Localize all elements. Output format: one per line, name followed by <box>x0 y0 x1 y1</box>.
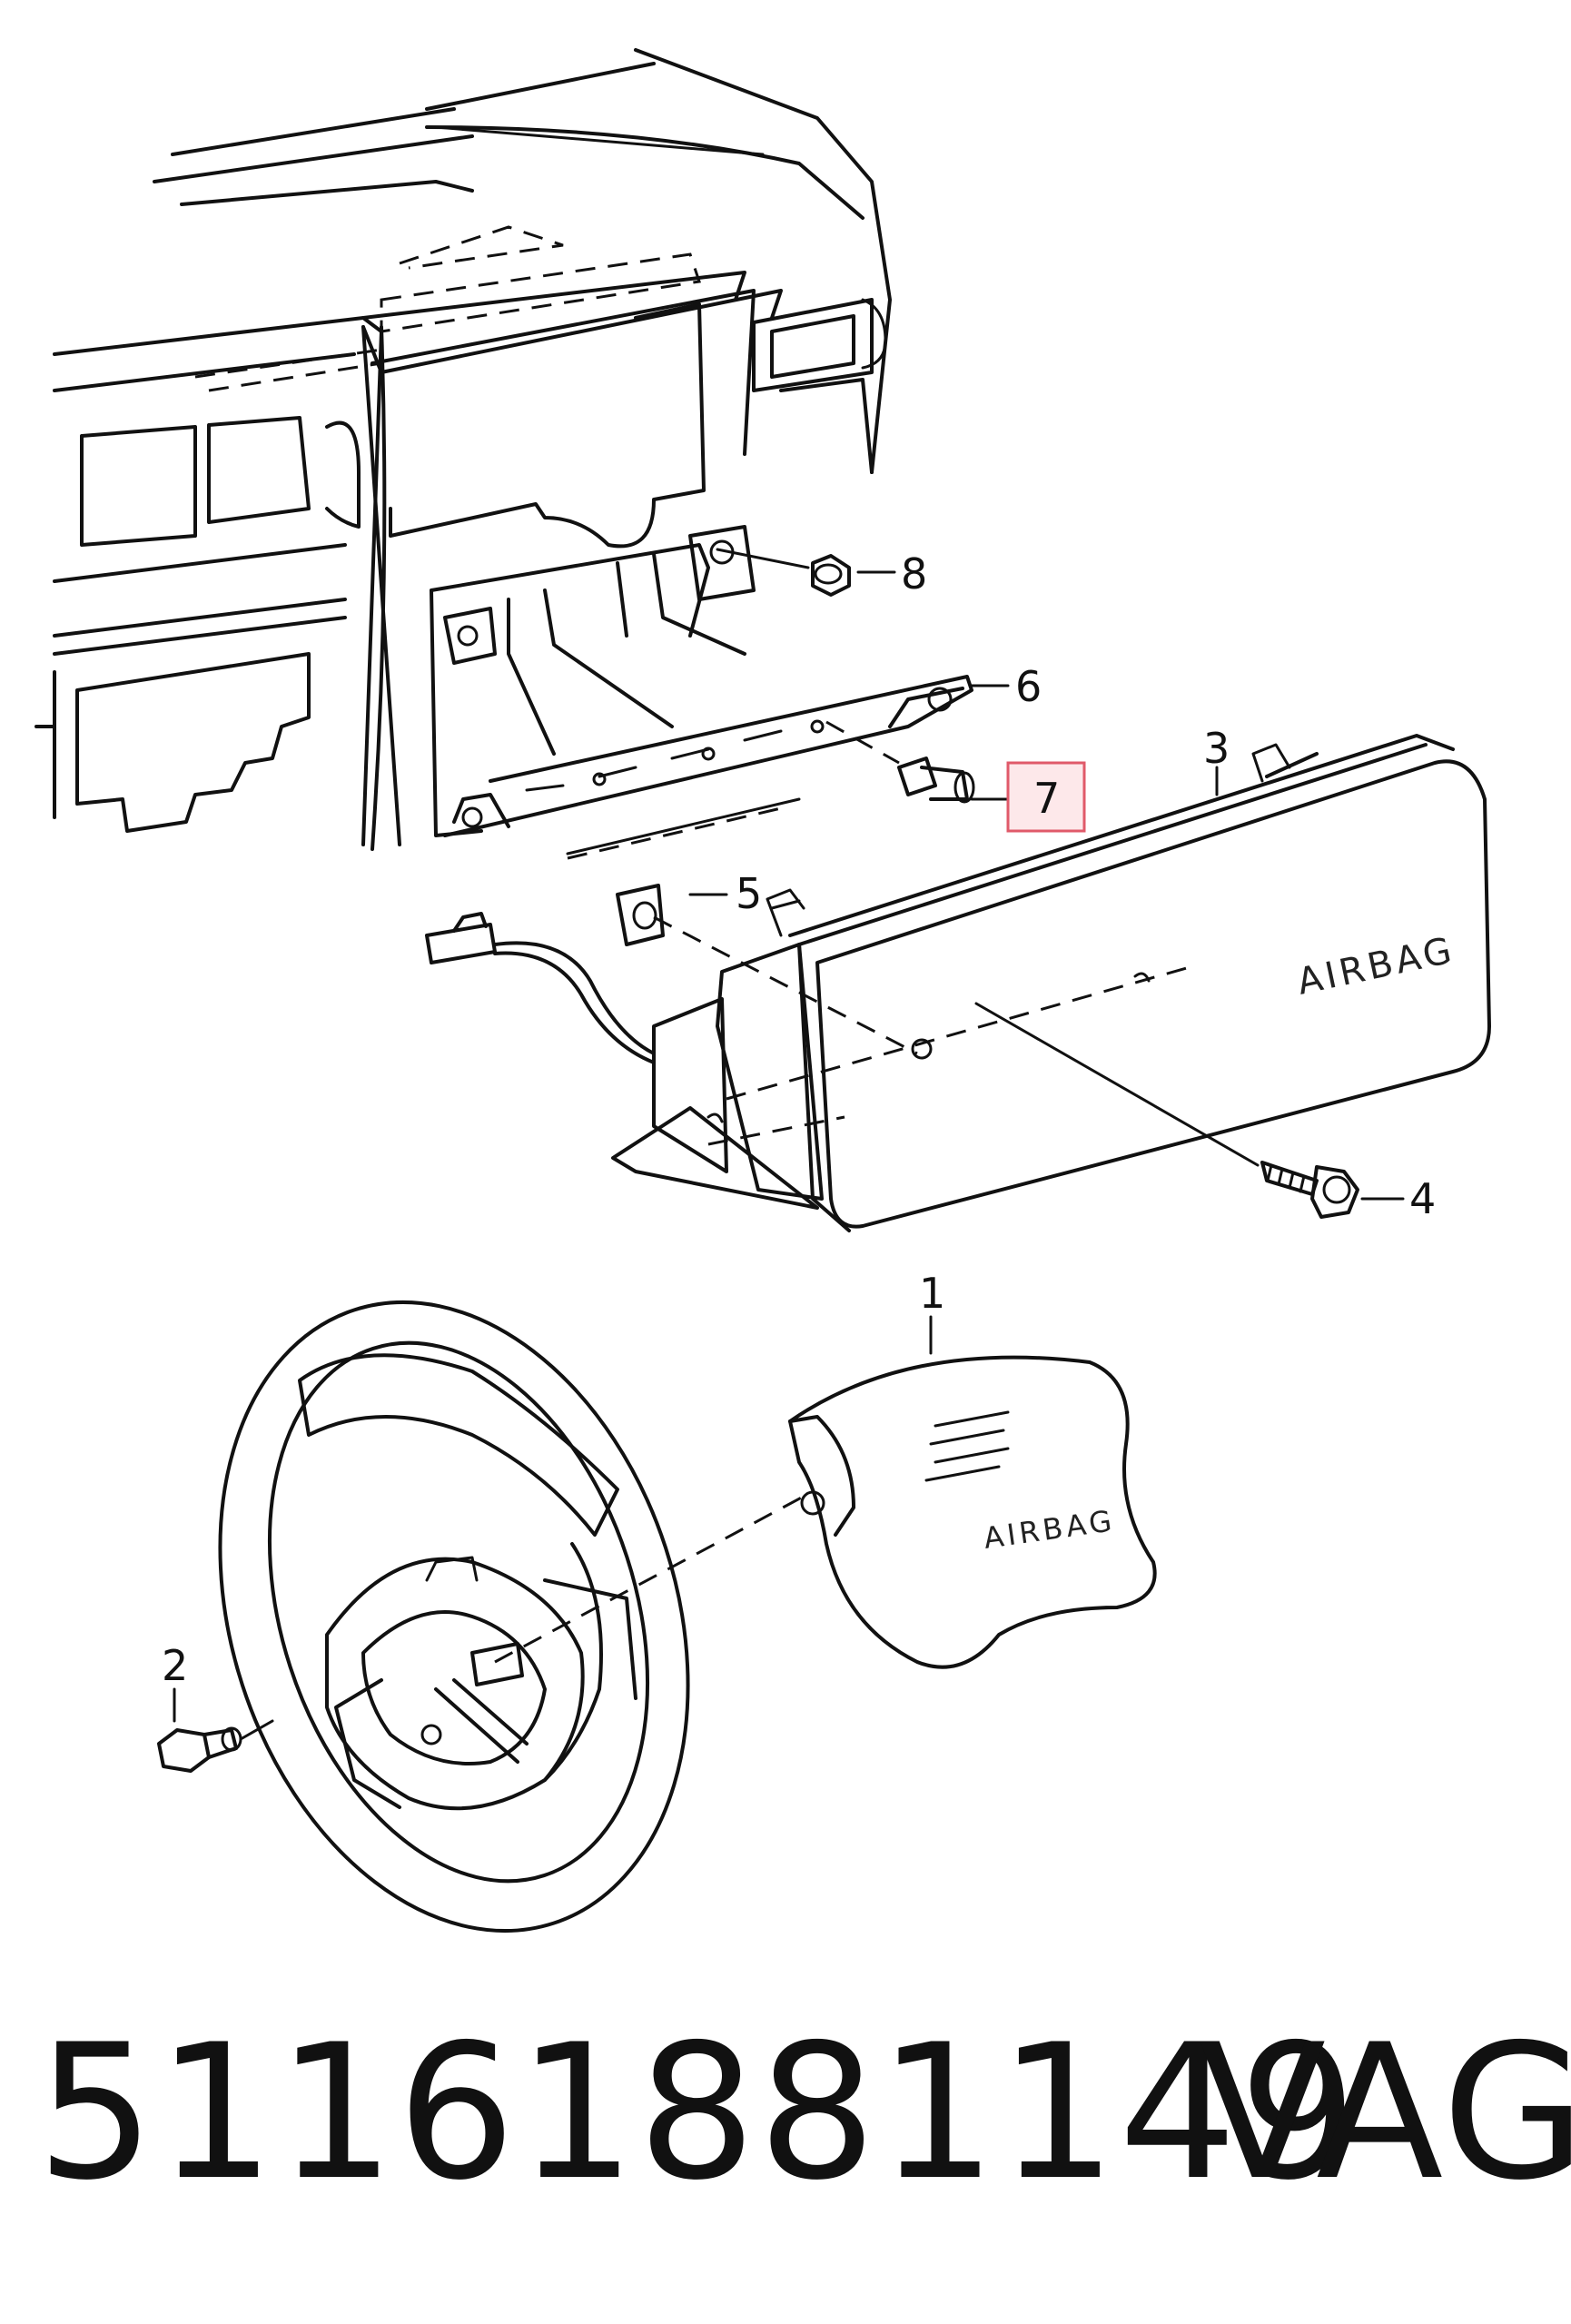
callout-6: 6 <box>1015 662 1042 711</box>
mounting-bracket <box>430 525 973 855</box>
passenger-airbag-module: AIRBAG <box>425 734 1491 1232</box>
clip-nut <box>567 806 782 946</box>
callout-3: 3 <box>1203 724 1230 773</box>
steering-airbag: AIRBAG <box>788 1355 1157 1669</box>
callout-8: 8 <box>901 549 927 598</box>
callout-4: 4 <box>1409 1174 1436 1223</box>
passenger-airbag-label: AIRBAG <box>1294 929 1459 1004</box>
callout-7: 7 <box>1033 774 1060 823</box>
hex-bolt <box>974 1002 1359 1219</box>
callout-leaders <box>173 570 1405 1723</box>
callout-2: 2 <box>162 1641 188 1690</box>
steering-bolt <box>157 1719 274 1773</box>
expanding-clip <box>825 720 975 804</box>
part-number: 5116188114­9 <box>36 2005 1359 2221</box>
nut <box>716 548 851 597</box>
callout-5: 5 <box>736 869 762 918</box>
callout-7-highlight <box>1006 761 1086 833</box>
brand-name: VAG <box>1199 2005 1571 2221</box>
airbag-exploded-diagram: AIRBAG AIRBAG <box>35 48 1491 1933</box>
dashboard-outline <box>35 48 892 851</box>
callout-1: 1 <box>919 1269 945 1318</box>
steering-wheel <box>218 1300 809 1933</box>
steering-airbag-label: AIRBAG <box>982 1503 1118 1556</box>
